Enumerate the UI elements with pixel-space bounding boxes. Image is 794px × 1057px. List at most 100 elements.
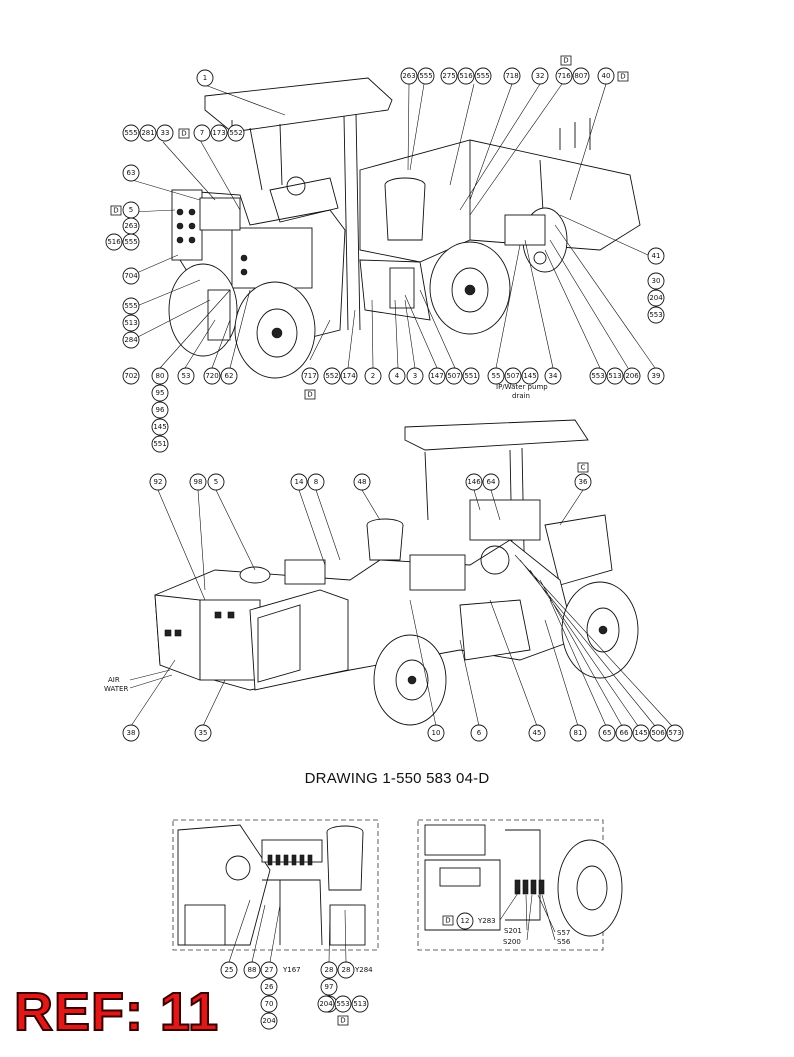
- callout: 5: [122, 201, 140, 219]
- detail-label-s56: S56: [557, 938, 571, 946]
- svg-text:62: 62: [225, 372, 234, 380]
- svg-text:702: 702: [124, 372, 137, 380]
- callout: 55: [487, 367, 505, 385]
- callout: 553: [589, 367, 607, 385]
- svg-text:33: 33: [161, 129, 170, 137]
- revision-box: D: [442, 915, 454, 926]
- detail-right-box: D: [442, 915, 454, 926]
- revision-box: D: [337, 1015, 349, 1026]
- svg-text:35: 35: [199, 729, 208, 737]
- svg-text:5: 5: [214, 478, 218, 486]
- callout: 2: [364, 367, 382, 385]
- callout: 146: [465, 473, 483, 491]
- callout: 513: [606, 367, 624, 385]
- callout: 39: [647, 367, 665, 385]
- svg-text:98: 98: [194, 478, 203, 486]
- air-label: AIR: [108, 676, 120, 684]
- callout: 718: [503, 67, 521, 85]
- svg-text:14: 14: [295, 478, 304, 486]
- callout: 97: [320, 978, 338, 996]
- svg-text:551: 551: [153, 440, 166, 448]
- svg-text:28: 28: [342, 966, 351, 974]
- svg-text:30: 30: [652, 277, 661, 285]
- callout: 704: [122, 267, 140, 285]
- detail-label-s57: S57: [557, 929, 570, 937]
- svg-text:174: 174: [342, 372, 356, 380]
- svg-text:D: D: [113, 207, 118, 215]
- svg-text:513: 513: [124, 319, 137, 327]
- callout: 25: [220, 961, 238, 979]
- svg-text:275: 275: [442, 72, 455, 80]
- callout: 6: [470, 724, 488, 742]
- water-label: WATER: [104, 685, 128, 693]
- callout: 38: [122, 724, 140, 742]
- callout: 507: [504, 367, 522, 385]
- svg-text:5: 5: [129, 206, 133, 214]
- svg-text:553: 553: [591, 372, 604, 380]
- revision-box: D: [178, 128, 190, 139]
- svg-text:D: D: [181, 130, 186, 138]
- svg-text:34: 34: [549, 372, 558, 380]
- svg-text:8: 8: [314, 478, 318, 486]
- middle-callouts: 92 98 5 14 8 48 146 64 36 38 35 10 6 45 …: [122, 473, 684, 742]
- detail-left-view: [172, 819, 379, 963]
- callout: 204: [317, 995, 335, 1013]
- revision-box: D: [617, 71, 629, 82]
- callout: 555: [474, 67, 492, 85]
- detail-label-s201: S201: [504, 927, 522, 935]
- svg-text:63: 63: [127, 169, 136, 177]
- callout: 717: [301, 367, 319, 385]
- callout: 26: [260, 978, 278, 996]
- callout: 552: [227, 124, 245, 142]
- svg-text:516: 516: [459, 72, 473, 80]
- callout: 88: [243, 961, 261, 979]
- svg-text:718: 718: [505, 72, 518, 80]
- svg-text:552: 552: [229, 129, 242, 137]
- revision-box: D: [110, 205, 122, 216]
- callout: 34: [544, 367, 562, 385]
- svg-text:D: D: [445, 917, 450, 925]
- callout: 145: [151, 418, 169, 436]
- callout: 281: [139, 124, 157, 142]
- svg-text:555: 555: [476, 72, 489, 80]
- revision-box: D: [560, 55, 572, 66]
- svg-text:145: 145: [523, 372, 536, 380]
- callout: 28: [320, 961, 338, 979]
- revision-box: C: [577, 462, 589, 473]
- callout: 1: [196, 69, 214, 87]
- svg-text:573: 573: [668, 729, 681, 737]
- callout: 507: [445, 367, 463, 385]
- callout: 702: [122, 367, 140, 385]
- svg-text:6: 6: [477, 729, 482, 737]
- callout: 720: [203, 367, 221, 385]
- svg-text:555: 555: [124, 302, 137, 310]
- svg-text:146: 146: [467, 478, 481, 486]
- callout: 204: [260, 1012, 278, 1030]
- svg-text:551: 551: [464, 372, 477, 380]
- svg-text:95: 95: [156, 389, 165, 397]
- svg-text:D: D: [620, 73, 625, 81]
- top-revision-boxes: D D D D D: [110, 55, 629, 400]
- callout: 32: [531, 67, 549, 85]
- svg-text:555: 555: [124, 129, 137, 137]
- callout: 551: [151, 435, 169, 453]
- svg-text:25: 25: [225, 966, 234, 974]
- callout: 204: [647, 289, 665, 307]
- svg-text:D: D: [563, 57, 568, 65]
- svg-text:145: 145: [634, 729, 647, 737]
- svg-text:206: 206: [625, 372, 639, 380]
- middle-machine-view: [154, 419, 639, 726]
- svg-text:555: 555: [419, 72, 432, 80]
- svg-text:88: 88: [248, 966, 257, 974]
- callout: 263: [122, 217, 140, 235]
- callout: 553: [647, 306, 665, 324]
- callout: 41: [647, 247, 665, 265]
- detail-right-view: [417, 819, 623, 951]
- callout: 555: [122, 233, 140, 251]
- detail-left-callouts: 25 88 27 28 26 70 204 28 97 29 204 553 5…: [220, 961, 369, 1030]
- svg-text:807: 807: [574, 72, 587, 80]
- drawing-title: DRAWING 1-550 583 04-D: [304, 770, 490, 787]
- svg-text:C: C: [581, 464, 586, 472]
